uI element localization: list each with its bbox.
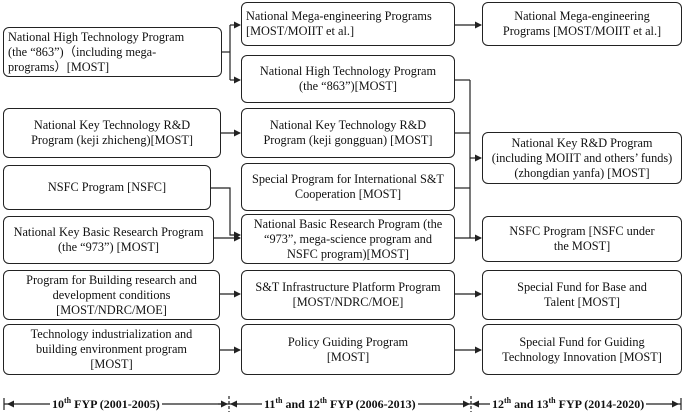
timeline-period-10th-fyp: 10th FYP (2001-2005): [50, 396, 162, 412]
node-label: NSFC Program [NSFC]: [47, 180, 167, 194]
node-label: National Key R&D Program (including MOII…: [491, 135, 673, 180]
ordinal-suffix: th: [64, 396, 72, 405]
node-national-high-tech-863-2001: National High Technology Program (the “8…: [3, 27, 222, 77]
node-label: National Mega-engineering Programs [MOST…: [502, 9, 662, 38]
node-label: National High Technology Program (the “8…: [8, 29, 185, 74]
ordinal: 10: [52, 397, 64, 411]
ordinal-suffix: th: [275, 396, 283, 405]
node-basic-research-973-mega-science: National Basic Research Program (the “97…: [241, 214, 455, 264]
node-mega-engineering-2006: National Mega-engineering Programs [MOST…: [241, 2, 455, 46]
node-label: Technology industrialization and buildin…: [30, 327, 193, 371]
node-label: S&T Infrastructure Platform Program [MOS…: [255, 280, 441, 309]
period-text: FYP (2014-2020): [555, 397, 645, 411]
node-label: National Key Technology R&D Program (kej…: [263, 118, 433, 147]
period-text: FYP (2001-2005): [71, 397, 160, 411]
node-st-infrastructure-platform: S&T Infrastructure Platform Program [MOS…: [241, 270, 455, 320]
timeline-period-12th-13th-fyp: 12th and 13th FYP (2014-2020): [490, 396, 647, 412]
node-policy-guiding-program: Policy Guiding Program [MOST]: [241, 324, 455, 375]
node-nsfc-program-2001: NSFC Program [NSFC]: [3, 165, 211, 210]
node-nsfc-program-2014: NSFC Program [NSFC under the MOST]: [482, 216, 682, 262]
node-label: Special Fund for Base and Talent [MOST]: [517, 280, 647, 309]
node-label: Program for Building research and develo…: [26, 272, 197, 317]
node-label: Policy Guiding Program [MOST]: [287, 334, 409, 364]
node-international-st-cooperation: Special Program for International S&T Co…: [241, 163, 455, 211]
ordinal-suffix: th: [319, 396, 327, 405]
node-label: National Key Technology R&D Program (kej…: [31, 118, 193, 147]
node-label: National Key Basic Research Program (the…: [13, 225, 204, 254]
node-special-fund-guiding-innovation: Special Fund for Guiding Technology Inno…: [482, 324, 682, 375]
node-mega-engineering-2014: National Mega-engineering Programs [MOST…: [482, 2, 682, 46]
ordinal: 11: [264, 397, 276, 411]
node-label: Special Program for International S&T Co…: [252, 172, 444, 201]
ordinal: 12: [492, 397, 504, 411]
ordinal-join: and 13: [511, 397, 549, 411]
ordinal-suffix: th: [548, 396, 556, 405]
node-national-high-tech-863-2006: National High Technology Program (the “8…: [241, 55, 455, 103]
node-label: Special Fund for Guiding Technology Inno…: [502, 334, 662, 364]
ordinal-suffix: th: [504, 396, 512, 405]
node-building-rd-conditions: Program for Building research and develo…: [3, 270, 220, 320]
ordinal-join: and 12: [282, 397, 320, 411]
node-key-tech-rd-keji-zhicheng: National Key Technology R&D Program (kej…: [3, 108, 221, 158]
period-text: FYP (2006-2013): [326, 397, 416, 411]
node-key-tech-rd-keji-gongguan: National Key Technology R&D Program (kej…: [241, 108, 455, 158]
node-label: National Basic Research Program (the “97…: [253, 216, 443, 261]
node-label: National Mega-engineering Programs [MOST…: [246, 9, 432, 38]
node-label: NSFC Program [NSFC under the MOST]: [509, 224, 655, 253]
node-tech-industrialization: Technology industrialization and buildin…: [3, 324, 220, 375]
node-special-fund-base-talent: Special Fund for Base and Talent [MOST]: [482, 270, 682, 320]
node-label: National High Technology Program (the “8…: [259, 64, 437, 93]
timeline-period-11th-12th-fyp: 11th and 12th FYP (2006-2013): [262, 396, 418, 412]
node-national-key-rd-program: National Key R&D Program (including MOII…: [482, 132, 682, 184]
node-key-basic-research-973: National Key Basic Research Program (the…: [3, 216, 214, 264]
